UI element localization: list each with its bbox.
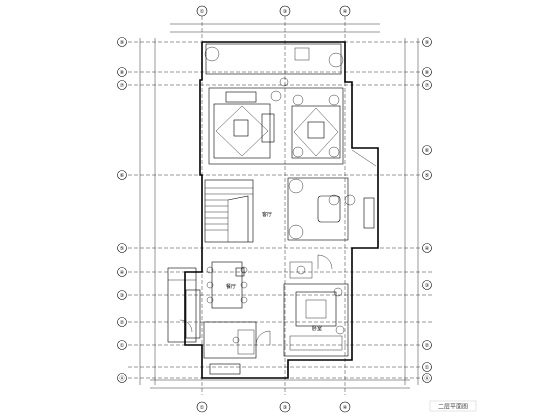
room-label-living: 客厅 xyxy=(262,211,272,218)
axis-label-right: ⑦ xyxy=(425,83,430,89)
axis-label-left: ② xyxy=(120,320,125,326)
right-axis-bubbles: ⑨ ⑧ ⑦ ⑥ ⑤ ④ ③ ② ① Ⓐ xyxy=(422,37,432,383)
dining-area xyxy=(185,261,271,375)
exterior-walls xyxy=(184,41,379,379)
bottom-axis-bubbles: ① ③ ④ xyxy=(196,401,351,413)
axis-label-top: ① xyxy=(200,9,205,15)
axis-label-top: ③ xyxy=(283,9,287,15)
axis-label-left: Ⓐ xyxy=(119,375,124,382)
axis-label-right: ① xyxy=(425,365,430,371)
axis-label-bottom: ① xyxy=(200,405,205,411)
axis-label-right: ⑧ xyxy=(425,70,430,76)
axis-label-left: ④ xyxy=(120,270,125,276)
axis-label-top: ④ xyxy=(343,9,348,15)
axis-label-bottom: ④ xyxy=(343,405,348,411)
axis-label-right: ② xyxy=(425,343,430,349)
balcony xyxy=(167,267,197,343)
axis-label-left: ⑥ xyxy=(120,173,125,179)
axis-label-left: ⑦ xyxy=(120,83,125,89)
axis-label-left: ⑤ xyxy=(120,246,124,252)
axis-label-right: ⑥ xyxy=(425,148,430,154)
title-stamp-frame xyxy=(429,400,477,412)
living-room-furniture xyxy=(204,46,344,159)
room-labels: 客厅 餐厅 卧室 xyxy=(226,211,322,332)
study-room xyxy=(287,149,377,241)
axis-label-left: ③ xyxy=(120,293,124,299)
axis-label-left: ⑧ xyxy=(120,70,125,76)
room-label-bedroom: 卧室 xyxy=(312,325,322,332)
left-axis-bubbles: ⑨ ⑧ ⑦ ⑥ ⑤ ④ ③ ② ① Ⓐ xyxy=(117,37,127,383)
bedroom xyxy=(283,254,349,357)
axis-label-right: ⑤ xyxy=(425,173,429,179)
axis-label-left: ⑨ xyxy=(120,40,124,46)
axis-label-bottom: ③ xyxy=(283,405,287,411)
axis-label-right: ⑨ xyxy=(425,40,429,46)
room-label-dining: 餐厅 xyxy=(226,283,236,290)
axis-label-right: ③ xyxy=(425,283,429,289)
axis-label-right: Ⓐ xyxy=(424,375,429,382)
staircase xyxy=(204,179,254,243)
axis-label-left: ① xyxy=(120,343,125,349)
title-stamp: 二层平面图 xyxy=(438,404,468,411)
dimension-lines xyxy=(128,16,432,395)
axis-label-right: ④ xyxy=(425,246,430,252)
top-axis-bubbles: ① ③ ④ xyxy=(196,5,351,17)
